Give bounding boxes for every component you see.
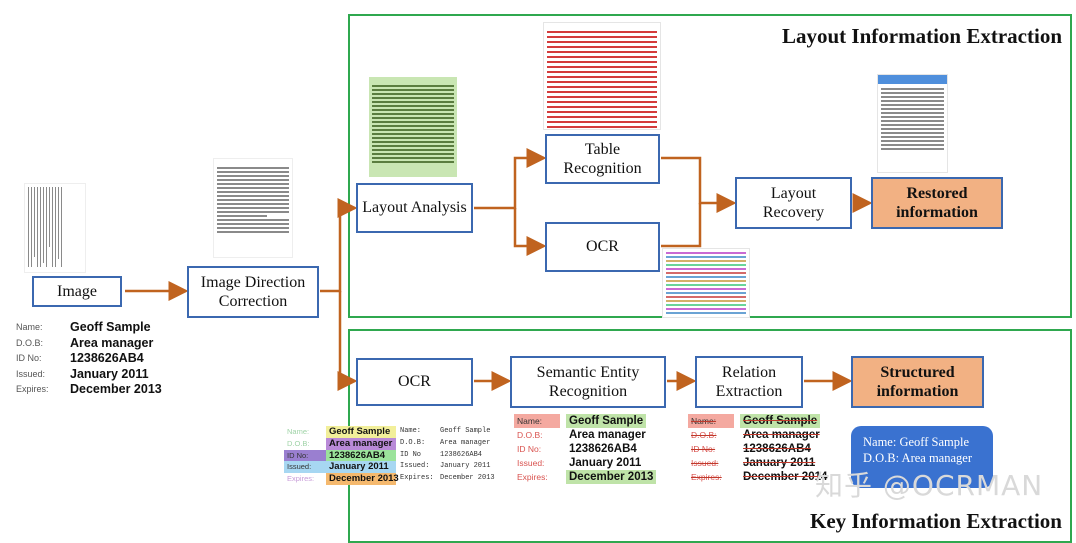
bubble-line-name: Name: Geoff Sample xyxy=(863,435,969,449)
ocr-row-expires: Expires: December 2013 Expires: December… xyxy=(287,473,495,485)
ser-result-text: Name: Geoff Sample D.O.B: Area manager I… xyxy=(514,414,657,484)
ocr-layout-node[interactable]: OCR xyxy=(545,222,660,272)
ocr-result-text: Name: Geoff Sample Name: Geoff Sample D.… xyxy=(284,426,495,485)
id-card-text: Name: Geoff Sample D.O.B: Area manager I… xyxy=(16,320,162,398)
key-panel-title: Key Information Extraction xyxy=(810,509,1062,533)
layout-analysis-document-thumbnail xyxy=(369,77,457,177)
ocr-layout-thumbnail xyxy=(662,248,750,318)
id-row-id-no: ID No: 1238626AB4 xyxy=(16,351,144,365)
structured-information-node[interactable]: Structured information xyxy=(851,356,984,408)
structured-output-bubble: Name: Geoff Sample D.O.B: Area manager xyxy=(851,426,993,488)
ser-row-issued: Issued: January 2011 xyxy=(517,457,642,469)
layout-analysis-node[interactable]: Layout Analysis xyxy=(356,183,473,233)
image-node[interactable]: Image xyxy=(32,276,122,307)
relation-row-dob: D.O.B: Area manager xyxy=(691,429,820,441)
ser-row-dob: D.O.B: Area manager xyxy=(517,429,646,441)
relation-row-expires: Expires: December 2014 xyxy=(691,471,828,483)
rotated-document-thumbnail xyxy=(24,183,86,273)
layout-recovery-node[interactable]: Layout Recovery xyxy=(735,177,852,229)
corrected-document-thumbnail xyxy=(213,158,293,258)
relation-row-id-no: ID No: 1238626AB4 xyxy=(691,443,811,455)
table-recognition-node[interactable]: Table Recognition xyxy=(545,134,660,184)
ocr-row-issued: Issued: January 2011 Issued: January 201… xyxy=(284,461,495,474)
id-row-expires: Expires: December 2013 xyxy=(16,382,162,396)
relation-row-name: Name: Geoff Sample xyxy=(688,414,830,428)
table-recognition-thumbnail xyxy=(543,22,661,130)
bubble-line-dob: D.O.B: Area manager xyxy=(863,451,972,466)
ser-row-name: Name: Geoff Sample xyxy=(514,414,656,428)
restored-document-thumbnail xyxy=(877,74,948,173)
relation-row-issued: Issued: January 2011 xyxy=(691,457,816,469)
semantic-entity-recognition-node[interactable]: Semantic Entity Recognition xyxy=(510,356,666,408)
image-direction-correction-node[interactable]: Image Direction Correction xyxy=(187,266,319,318)
ocr-key-node[interactable]: OCR xyxy=(356,358,473,406)
ser-row-id-no: ID No: 1238626AB4 xyxy=(517,443,637,455)
ocr-row-name: Name: Geoff Sample Name: Geoff Sample xyxy=(287,426,491,438)
ocr-row-id-no: ID No: 1238626AB4 ID No 1238626AB4 xyxy=(284,449,495,462)
id-row-name: Name: Geoff Sample xyxy=(16,320,151,334)
restored-information-node[interactable]: Restored information xyxy=(871,177,1003,229)
ser-row-expires: Expires: December 2013 xyxy=(514,470,657,484)
layout-panel-title: Layout Information Extraction xyxy=(782,24,1062,48)
id-row-issued: Issued: January 2011 xyxy=(16,366,149,381)
ocr-row-dob: D.O.B: Area manager D.O.B: Area manager xyxy=(287,437,491,450)
watermark: 知乎 @OCRMAN xyxy=(815,469,1044,502)
relation-extraction-node[interactable]: Relation Extraction xyxy=(695,356,803,408)
id-row-dob: D.O.B: Area manager xyxy=(16,335,154,350)
relation-result-text: Name: Geoff Sample D.O.B: Area manager I… xyxy=(688,414,830,484)
